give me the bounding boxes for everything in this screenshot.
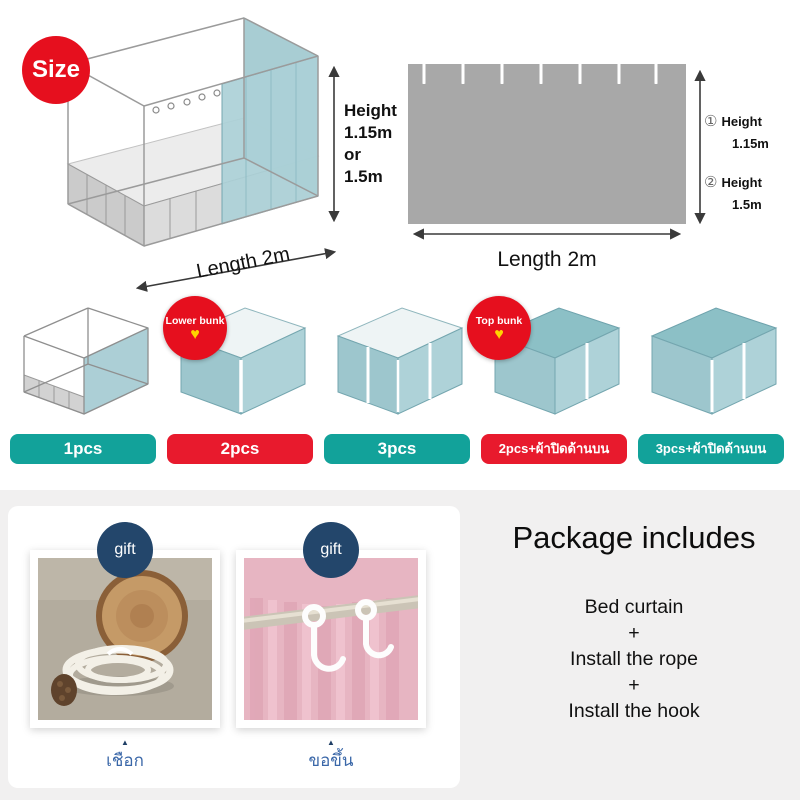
caption-triangle-icon: ▲ <box>121 738 129 747</box>
curtain-front-view <box>408 51 686 224</box>
caption-text: ขอขึ้น <box>308 751 354 770</box>
length-arrow-icon <box>135 248 337 292</box>
package-item: Install the hook <box>568 700 700 722</box>
variant-2pcs-top: Top bunk ♥ 2pcs+ผ้าปิดด้านบน <box>467 296 629 464</box>
variant-illustration-3pcs-top <box>650 307 778 415</box>
package-items: Bed curtain + Install the rope + Install… <box>468 594 800 724</box>
gift-badge: gift <box>303 522 359 578</box>
gift-photo-hook <box>236 550 426 728</box>
circled-2-icon: ② <box>704 174 718 191</box>
gift-photo-rope <box>30 550 220 728</box>
gift-caption-hook: ▲ ขอขึ้น <box>236 738 426 774</box>
variant-illustration-3pcs <box>336 307 464 415</box>
spec-value: 1.5m <box>732 197 762 212</box>
size-badge: Size <box>22 36 90 104</box>
gift-panel: gift gift ▲ เชือก ▲ ขอขึ้น <box>8 506 460 788</box>
variant-illustration-1pcs <box>23 307 149 415</box>
variant-pill-3pcs[interactable]: 3pcs <box>324 434 470 464</box>
bed-curtain-illustration <box>66 17 320 247</box>
variant-3pcs-top: 3pcs+ผ้าปิดด้านบน <box>636 296 786 464</box>
spec-label: Height <box>721 174 762 190</box>
rope-photo <box>38 558 212 720</box>
heart-icon: ♥ <box>190 325 200 343</box>
variant-1pcs: 1pcs <box>8 296 158 464</box>
height-arrow-icon-right <box>694 69 706 225</box>
spec-label: Height <box>721 113 762 129</box>
variants-section: 1pcs Lower bunk ♥ 2pcs <box>0 296 800 478</box>
top-bunk-badge: Top bunk ♥ <box>467 296 531 360</box>
spec-value: 1.15m <box>732 136 769 151</box>
badge-text: Lower bunk <box>165 314 225 327</box>
variant-2pcs: Lower bunk ♥ 2pcs <box>163 296 315 464</box>
height-dimension-label: Height 1.15m or 1.5m <box>344 101 397 187</box>
curtain-hook-icons <box>152 89 221 114</box>
caption-text: เชือก <box>106 751 144 770</box>
curtain-hooks-icon <box>422 51 668 84</box>
package-item-plus: + <box>628 674 640 696</box>
package-item: Bed curtain <box>584 596 684 618</box>
variant-pill-2pcs[interactable]: 2pcs <box>167 434 313 464</box>
caption-triangle-icon: ▲ <box>327 738 335 747</box>
lower-bunk-badge: Lower bunk ♥ <box>163 296 227 360</box>
package-item: Install the rope <box>570 648 698 670</box>
length-dimension-label-right: Length 2m <box>497 248 597 271</box>
badge-text: Top bunk <box>475 314 523 327</box>
package-item-plus: + <box>628 622 640 644</box>
heart-icon: ♥ <box>494 325 504 343</box>
height-arrow-icon <box>328 65 340 223</box>
spec-row: ① Height <box>704 112 796 130</box>
variant-pill-1pcs[interactable]: 1pcs <box>10 434 156 464</box>
variant-3pcs: 3pcs <box>322 296 472 464</box>
length-arrow-icon-right <box>412 228 682 240</box>
spec-row: ② Height <box>704 173 796 191</box>
variant-pill-3pcs-top[interactable]: 3pcs+ผ้าปิดด้านบน <box>638 434 784 464</box>
hook-photo <box>244 558 418 720</box>
variant-pill-2pcs-top[interactable]: 2pcs+ผ้าปิดด้านบน <box>481 434 627 464</box>
gift-badge: gift <box>97 522 153 578</box>
height-spec-list: ① Height 1.15m ② Height 1.5m <box>704 110 796 234</box>
package-section: gift gift ▲ เชือก ▲ ขอขึ้น Package inclu… <box>0 490 800 800</box>
circled-1-icon: ① <box>704 113 718 130</box>
package-title: Package includes <box>512 520 756 555</box>
gift-caption-rope: ▲ เชือก <box>30 738 220 774</box>
